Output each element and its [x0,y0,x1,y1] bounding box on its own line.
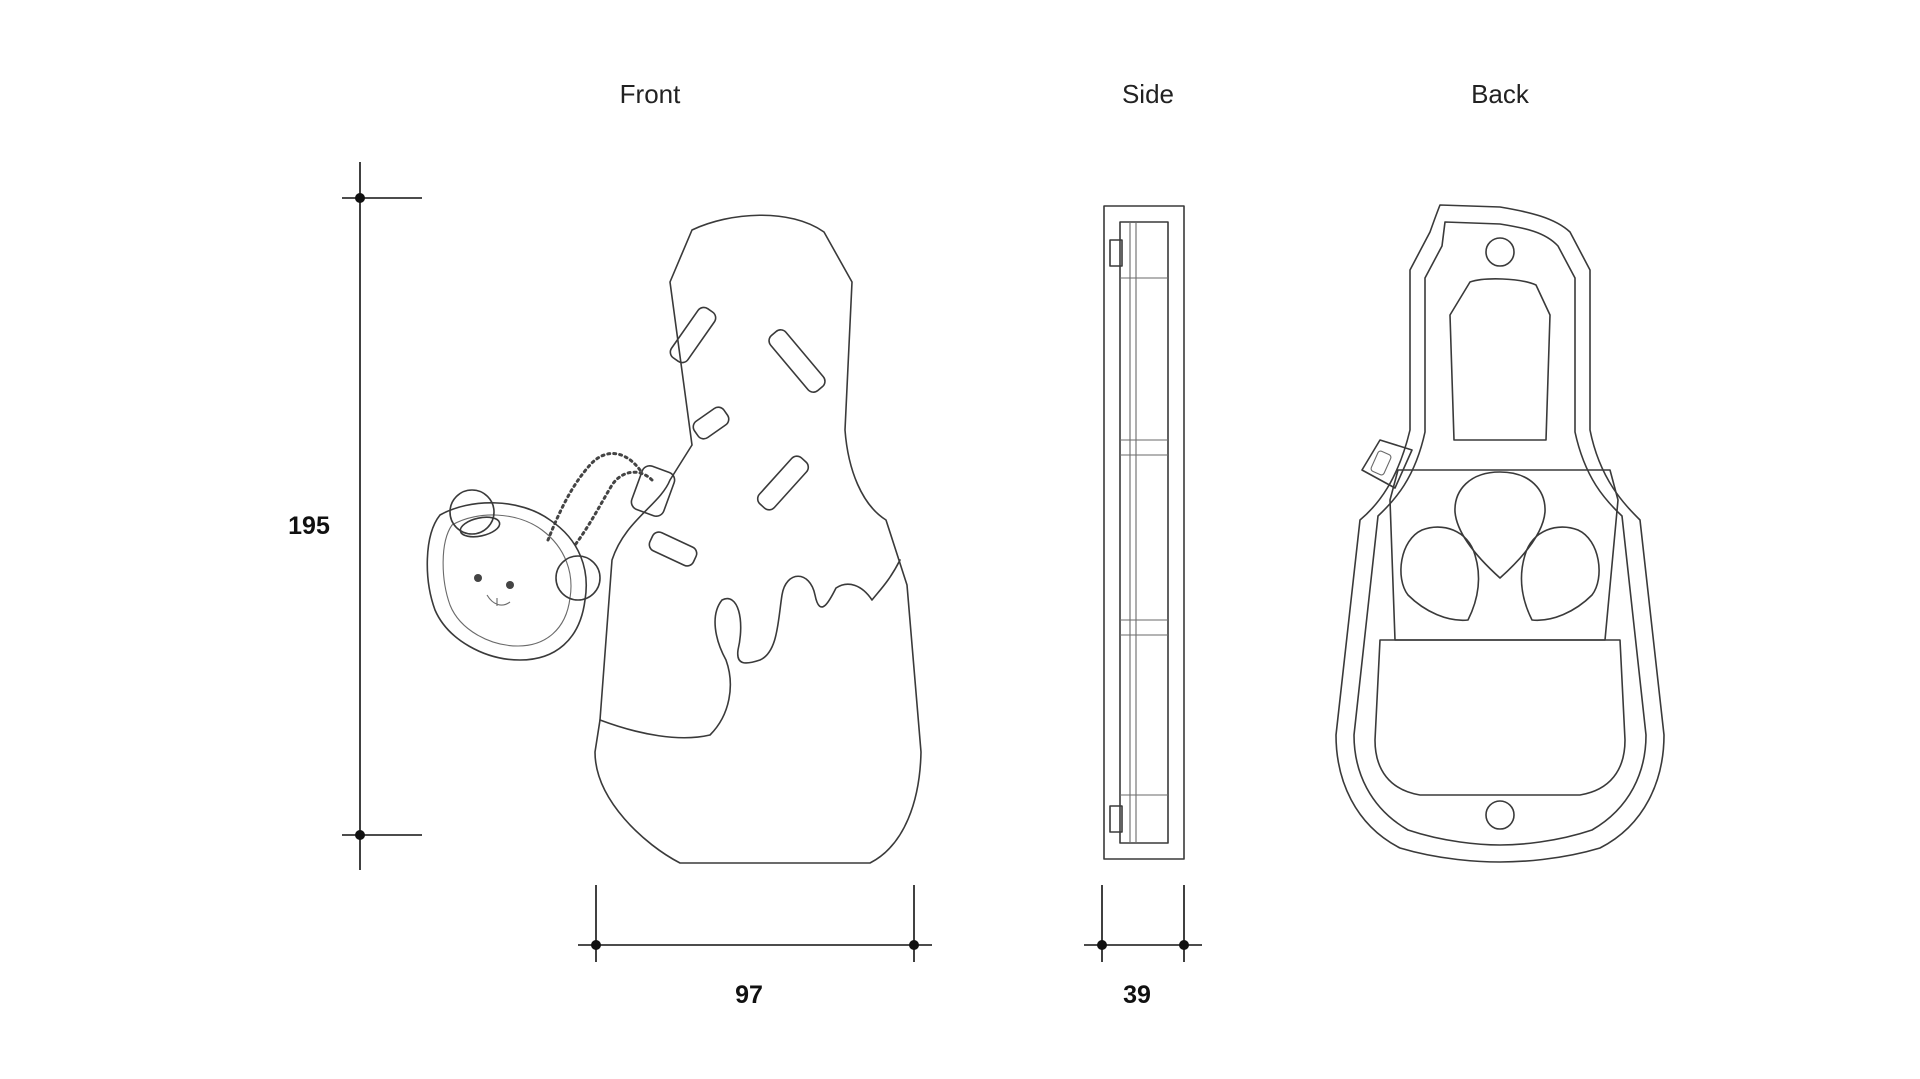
bear-mouth [486,594,511,606]
back-lower-compartment [1374,639,1626,796]
bear-ear-right [555,555,601,601]
front-view-label: Front [620,79,681,109]
front-view-drawing [426,214,922,864]
back-view-label: Back [1471,79,1530,109]
back-case-inner [1353,221,1647,846]
side-hinge-bottom [1109,805,1123,833]
pick-center [1454,471,1546,579]
front-case-outline [594,214,922,864]
side-outer [1103,205,1185,860]
side-view-label: Side [1122,79,1174,109]
bear-leaf [459,516,501,538]
bear-ear-left [449,489,495,535]
back-hole-top [1485,237,1515,267]
pick-right [1520,526,1600,622]
front-clip [630,465,676,517]
width-dimension: 97 [578,885,932,1009]
bear-eye-left [474,574,482,582]
back-top-compartment [1449,278,1551,441]
side-inner [1119,221,1169,844]
front-sprinkles [648,306,826,567]
ball-chain [546,452,642,542]
ball-chain-inner [573,470,654,547]
bear-eye-right [506,581,514,589]
side-view-drawing [1103,205,1185,860]
height-label: 195 [288,512,330,540]
back-middle-panel [1389,469,1619,641]
guitar-picks [1400,471,1600,622]
pick-left [1400,526,1480,622]
back-view-drawing [1335,204,1665,863]
depth-dimension: 39 [1084,885,1202,1009]
back-hole-bottom [1485,800,1515,830]
front-drip-line [599,559,901,739]
depth-label: 39 [1123,981,1151,1009]
height-dimension: 195 [288,162,422,870]
width-label: 97 [735,981,763,1009]
bear-keychain [426,489,601,661]
back-case-outline [1335,204,1665,863]
back-side-clip [1361,439,1413,489]
side-hinge-top [1109,239,1123,267]
